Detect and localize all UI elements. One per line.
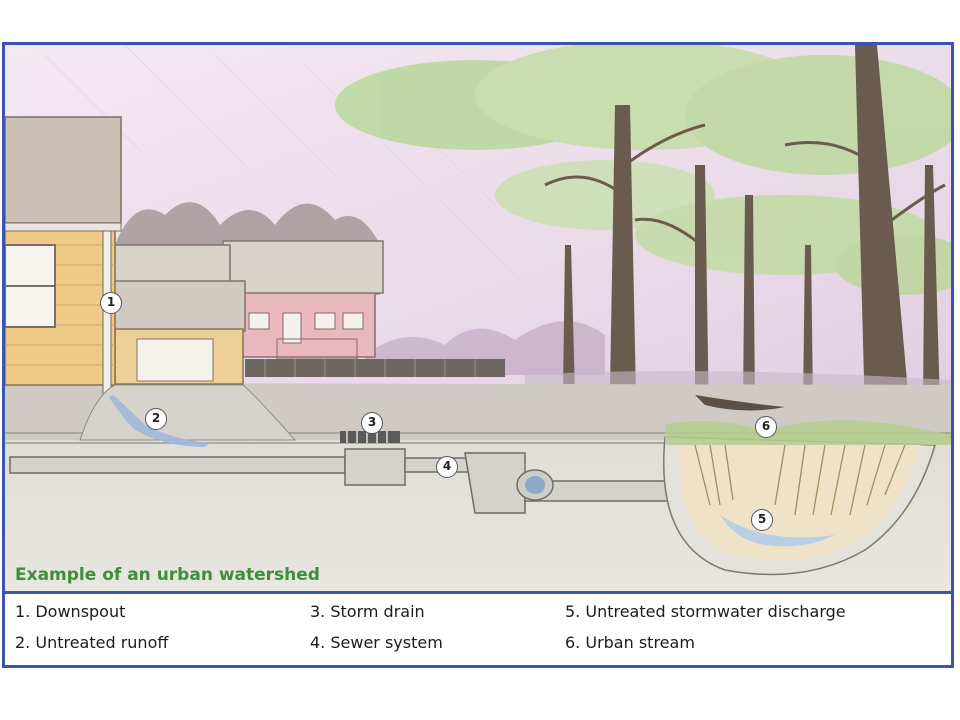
stream-inlet: [695, 395, 785, 411]
tree-branches: [544, 123, 946, 247]
tree-trunks: [563, 45, 940, 445]
legend-item-urban-stream: 6. Urban stream: [565, 633, 695, 652]
legend: 1. Downspout 2. Untreated runoff 3. Stor…: [5, 594, 951, 665]
marker-storm-drain: 3: [361, 412, 383, 434]
pink-house: [222, 240, 384, 360]
garage: [109, 244, 246, 385]
figure-frame: 1 2 3 4 5 6 Example of an urban watershe…: [2, 42, 954, 668]
runoff-water: [109, 395, 210, 447]
marker-discharge: 5: [751, 509, 773, 531]
legend-item-runoff: 2. Untreated runoff: [15, 633, 169, 652]
stream-grass: [665, 420, 951, 445]
marker-urban-stream: 6: [755, 416, 777, 438]
figure-caption: Example of an urban watershed: [15, 565, 320, 585]
legend-item-sewer-system: 4. Sewer system: [310, 633, 443, 652]
stream-bank-texture: [694, 444, 906, 516]
legend-divider: [5, 591, 951, 594]
stream-water: [720, 515, 835, 547]
marker-sewer-system: 4: [436, 456, 458, 478]
marker-runoff: 2: [145, 408, 167, 430]
marker-downspout: 1: [100, 292, 122, 314]
yellow-house: [5, 116, 122, 397]
storm-drain-grate: [340, 431, 400, 443]
legend-item-storm-drain: 3. Storm drain: [310, 602, 425, 621]
legend-item-discharge: 5. Untreated stormwater discharge: [565, 602, 846, 621]
legend-item-downspout: 1. Downspout: [15, 602, 126, 621]
forest-canopy: [335, 45, 951, 295]
watershed-drawing: [5, 45, 951, 591]
fence: [245, 359, 505, 377]
watershed-illustration: 1 2 3 4 5 6 Example of an urban watershe…: [5, 45, 951, 591]
